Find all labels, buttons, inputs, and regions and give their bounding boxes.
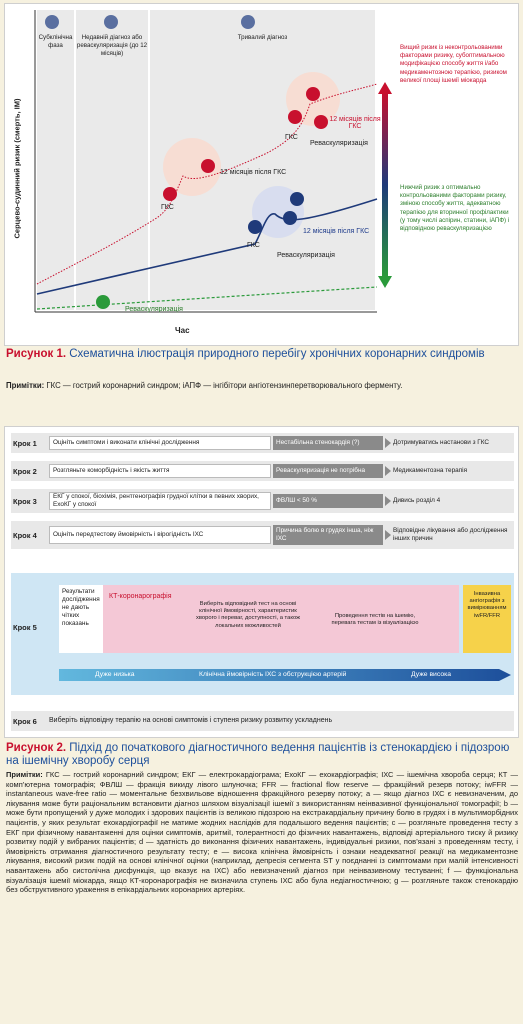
phase-3-label: Тривалий діагноз [237, 34, 288, 41]
caption-1: Рисунок 1. Схематична ілюстрація природн… [6, 348, 518, 361]
step-1-arrow [385, 438, 391, 448]
step-6-text: Виберіть відповідну терапію на основі си… [49, 717, 333, 724]
caption-1-number: Рисунок 1. [6, 348, 67, 360]
notes-1: Примітки: ГКС — гострий коронарний синдр… [6, 381, 518, 391]
step-2-action: Розгляньте коморбідність і якість життя [49, 464, 271, 478]
person-icon [45, 15, 59, 29]
after12-label-2: 12 місяців після ГКС [329, 116, 381, 130]
step-4-condition: Причина болю в грудях інша, ніж ІХС [273, 525, 383, 545]
caption-2-text: Підхід до початкового діагностичного вед… [6, 742, 510, 767]
notes-2-label: Примітки: [6, 770, 43, 779]
low-risk-text: Нижчий ризик з оптимально контрольованим… [400, 184, 510, 233]
y-axis-label: Серцево-судинний ризик (смерть, ІМ) [12, 98, 22, 239]
step-5-pink-area [59, 585, 459, 653]
step-2-row: Крок 2 Розгляньте коморбідність і якість… [11, 461, 514, 481]
prob-high: Дуже висока [411, 671, 452, 678]
high-risk-text: Вищий ризик із неконтрольованими фактора… [400, 44, 507, 84]
step-1-row: Крок 1 Оцініть симптоми і виконати кліні… [11, 433, 514, 453]
diagnosis-icon [104, 15, 118, 29]
step-5-row: Крок 5 Результати дослідження не дають ч… [11, 573, 514, 695]
vessel-icon-3 [96, 295, 110, 309]
step-4-row: Крок 4 Оцініть передтестову ймовірність … [11, 521, 514, 549]
caption-2-number: Рисунок 2. [6, 742, 67, 754]
step-5-functional: Проведення тестів на ішемію, перевага те… [331, 613, 419, 627]
step-5-label: Крок 5 [13, 623, 37, 632]
step-3-label: Крок 3 [13, 496, 37, 506]
step-5-unclear: Результати дослідження не дають чітких п… [59, 585, 103, 653]
step-3-action: ЕКГ у спокої, біохімія, рентгенографія г… [49, 492, 271, 510]
step-4-label: Крок 4 [13, 530, 37, 540]
step-2-arrow [385, 466, 391, 476]
step-5-select-test: Виберіть відповідний тест на основі клін… [195, 601, 301, 629]
revasc-label-2: Реваскуляризація [277, 252, 335, 259]
step-6-label: Крок 6 [13, 716, 37, 726]
prob-low: Дуже низька [95, 671, 135, 678]
step-3-row: Крок 3 ЕКГ у спокої, біохімія, рентгеног… [11, 489, 514, 513]
step-4-action: Оцініть передтестову ймовірність і вірог… [49, 526, 271, 544]
prob-label: Клінічна ймовірність ІХС з обструкцією а… [199, 671, 347, 678]
step-5-invasive: Інвазивна ангіографія з вимірюванням iwF… [463, 585, 511, 653]
heart-icon-3 [290, 192, 304, 206]
notes-1-text: ГКС — гострий коронарний синдром; іАПФ —… [46, 381, 403, 390]
step-4-arrow [385, 530, 391, 540]
acs-label-3: ГКС [247, 242, 260, 249]
step-1-condition: Нестабільна стенокардія (?) [273, 436, 383, 450]
medication-icon [241, 15, 255, 29]
phase-2-label: Недавній діагноз або реваскуляризація (д… [76, 34, 148, 57]
heart-icon-1 [201, 159, 215, 173]
after12-label-1: 12 місяців після ГКС [220, 169, 287, 176]
step-3-arrow [385, 496, 391, 506]
figure-1-graphic [34, 10, 392, 313]
step-3-condition: ФВЛШ < 50 % [273, 494, 383, 508]
acs-lightning-icon-2 [288, 110, 302, 124]
notes-2-text: ГКС — гострий коронарний синдром; ЕКГ — … [6, 770, 518, 895]
step-1-result: Дотримуватись настанови з ГКС [393, 439, 490, 446]
acs-lightning-icon-1 [163, 187, 177, 201]
vessel-icon-1 [314, 115, 328, 129]
phase-1-label: Субклінічна фаза [38, 34, 73, 49]
after12-label-3: 12 місяців після ГКС [303, 228, 370, 235]
vessel-icon-2 [283, 211, 297, 225]
caption-1-text: Схематична ілюстрація природного перебіг… [69, 348, 485, 360]
step-3-result: Дивись розділ 4 [393, 497, 441, 504]
acs-label-1: ГКС [161, 204, 174, 211]
revasc-label-3: Реваскуляризація [125, 306, 183, 313]
step-5-ct: КТ-коронарографія [109, 593, 172, 600]
acs-lightning-icon-3 [248, 220, 262, 234]
step-2-condition: Реваскуляризація не потрібна [273, 464, 383, 478]
step-6-row: Крок 6 Виберіть відповідну терапію на ос… [11, 711, 514, 731]
step-1-action: Оцініть симптоми і виконати клінічні дос… [49, 436, 271, 450]
figure-2: Крок 1 Оцініть симптоми і виконати кліні… [4, 426, 519, 738]
heart-icon-2 [306, 87, 320, 101]
probability-arrow [59, 669, 511, 681]
revasc-label-1: Реваскуляризація [310, 140, 368, 147]
step-2-result: Медикаментозна терапія [393, 467, 468, 474]
acs-label-2: ГКС [285, 134, 298, 141]
caption-2: Рисунок 2. Підхід до початкового діагнос… [6, 742, 518, 768]
step-2-label: Крок 2 [13, 466, 37, 476]
notes-1-label: Примітки: [6, 381, 45, 390]
notes-2: Примітки: ГКС — гострий коронарний синдр… [6, 770, 518, 895]
figure-1: Субклінічна фаза Недавній діагноз або ре… [4, 3, 519, 346]
x-axis-label: Час [175, 326, 190, 335]
step-4-result: Відповідне лікування або дослідження інш… [393, 527, 508, 542]
step-1-label: Крок 1 [13, 438, 37, 448]
